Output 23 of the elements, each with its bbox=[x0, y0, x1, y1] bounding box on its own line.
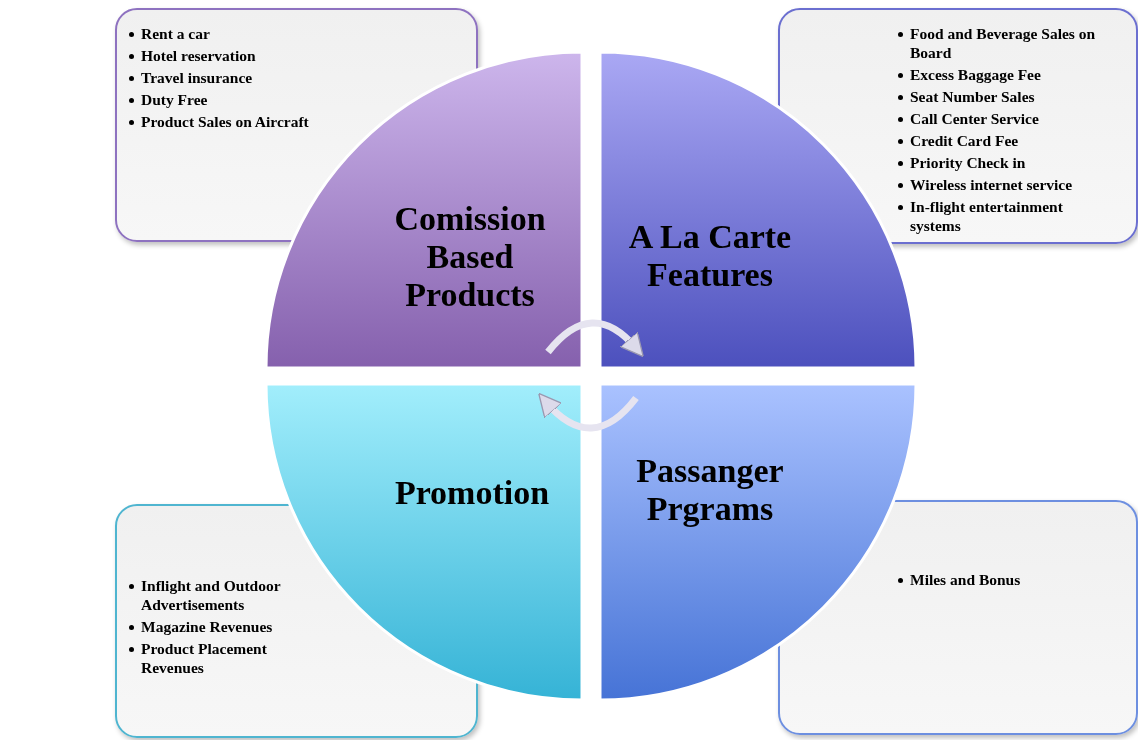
bullet-item: Hotel reservation bbox=[141, 46, 256, 65]
bullet-item: Excess Baggage Fee bbox=[910, 65, 1041, 84]
quadrant-title: A La Carte Features bbox=[627, 218, 793, 294]
quadrant-title: Promotion bbox=[393, 474, 551, 512]
bullet-item: In-flight entertainment systems bbox=[910, 197, 1064, 235]
bullet-item: Product Sales on Aircraft bbox=[141, 112, 309, 131]
bullet-item: Seat Number Sales bbox=[910, 87, 1035, 106]
bullet-item: Credit Card Fee bbox=[910, 131, 1019, 150]
bullet-item: Duty Free bbox=[141, 90, 208, 109]
bullet-item: Magazine Revenues bbox=[141, 617, 273, 636]
bullet-item: Inflight and Outdoor Advertisements bbox=[141, 576, 282, 614]
bullet-item: Call Center Service bbox=[910, 109, 1039, 128]
bullet-item: Food and Beverage Sales on Board bbox=[910, 24, 1097, 62]
bullet-item: Travel insurance bbox=[141, 68, 253, 87]
bullet-item: Rent a car bbox=[141, 24, 210, 43]
bullet-item: Priority Check in bbox=[910, 153, 1026, 172]
quadrant-title: Comission Based Products bbox=[393, 200, 547, 314]
curved-arrow bbox=[537, 393, 639, 432]
curved-arrow bbox=[545, 319, 645, 357]
bullet-item: Miles and Bonus bbox=[910, 570, 1021, 589]
bullet-item: Wireless internet service bbox=[910, 175, 1073, 194]
quadrant-title: Passanger Prgrams bbox=[635, 452, 785, 528]
bullet-item: Product Placement Revenues bbox=[141, 639, 268, 677]
